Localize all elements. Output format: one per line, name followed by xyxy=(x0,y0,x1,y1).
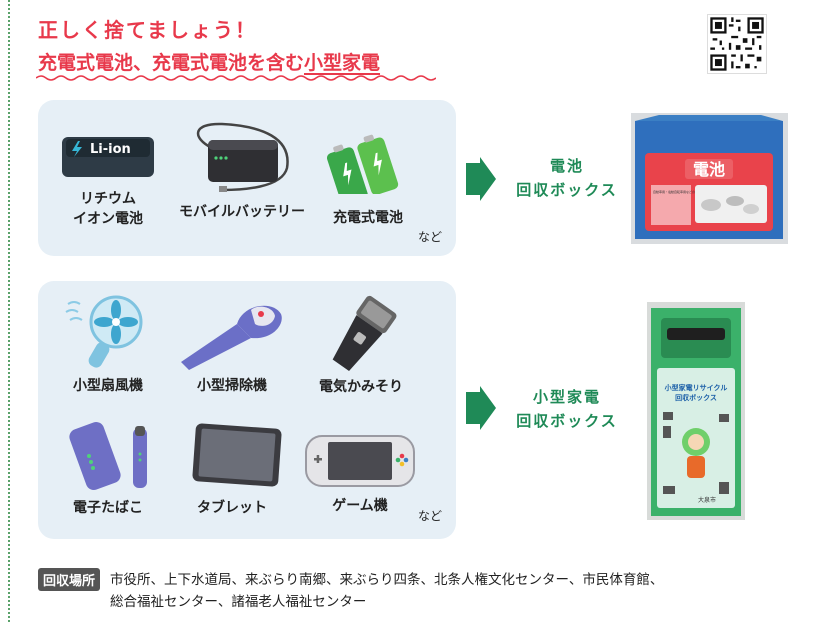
left-dotted-rule xyxy=(8,0,10,622)
item-game-console: ゲーム機 xyxy=(300,426,420,516)
small-vacuum-icon xyxy=(181,305,282,370)
qr-code-icon[interactable] xyxy=(707,14,767,74)
mobile-battery-icon xyxy=(196,122,289,192)
rechargeable-battery-icon xyxy=(326,134,399,205)
appliance-box-sign-2: 回収ボックス xyxy=(675,393,717,402)
item-lithium-ion: Li-ion リチウム イオン電池 xyxy=(48,125,168,229)
item-electric-shaver-label: 電気かみそり xyxy=(319,379,403,395)
item-e-cigarette: 電子たばこ xyxy=(48,414,168,518)
battery-box-sign: 電池 xyxy=(693,160,725,179)
item-rechargeable-battery: 充電式電池 xyxy=(318,130,418,228)
item-lithium-ion-label-1: リチウム xyxy=(80,191,136,207)
battery-collection-box-label: 電池 回収ボックス xyxy=(508,154,626,202)
arrow-right-icon xyxy=(466,386,496,430)
item-small-vacuum-label: 小型掃除機 xyxy=(197,378,267,394)
subtitle-part1: 充電式電池、充電式電池を含む xyxy=(38,52,305,74)
battery-dest-line2: 回収ボックス xyxy=(516,181,618,199)
page-subtitle: 充電式電池、充電式電池を含む小型家電 xyxy=(38,48,380,75)
subtitle-part2: 小型家電 xyxy=(304,52,381,74)
appliance-box-city: 大泉市 xyxy=(698,496,716,504)
battery-collection-box-photo: 電池 自動車用・電動自転車用などのバッテリーは対象外です xyxy=(631,113,788,244)
arrow-right-icon xyxy=(466,157,496,201)
electric-shaver-icon xyxy=(332,295,397,372)
tablet-icon xyxy=(192,423,282,487)
game-console-icon xyxy=(305,435,415,487)
battery-box-note: 自動車用・電動自転車用などのバッテリーは対象外です xyxy=(653,189,728,194)
item-tablet: タブレット xyxy=(172,420,292,518)
item-mobile-battery: モバイルバッテリー xyxy=(172,118,312,222)
item-electric-shaver: 電気かみそり xyxy=(306,293,416,397)
appliance-box-sign-1: 小型家電リサイクル xyxy=(664,383,728,392)
item-mobile-battery-label: モバイルバッテリー xyxy=(179,204,305,220)
item-small-fan: 小型扇風機 xyxy=(48,292,168,396)
lithium-ion-battery-icon: Li-ion xyxy=(62,137,154,177)
wavy-underline xyxy=(36,75,436,81)
appliance-dest-line2: 回収ボックス xyxy=(516,412,618,430)
appliance-etc-label: など xyxy=(418,509,443,523)
collection-location-tag: 回収場所 xyxy=(38,568,101,591)
item-small-fan-label: 小型扇風機 xyxy=(73,378,143,394)
battery-etc-label: など xyxy=(418,230,443,244)
appliance-collection-box-photo: 小型家電リサイクル 回収ボックス 大泉市 xyxy=(647,302,745,520)
item-rechargeable-battery-label: 充電式電池 xyxy=(333,210,403,226)
page-title: 正しく捨てましょう！ xyxy=(38,18,257,42)
item-tablet-label: タブレット xyxy=(197,500,267,516)
li-ion-text: Li-ion xyxy=(90,142,131,157)
e-cigarette-icon xyxy=(69,422,147,490)
item-small-vacuum: 小型掃除機 xyxy=(172,296,292,396)
appliance-dest-line1: 小型家電 xyxy=(532,388,601,406)
appliance-collection-box-label: 小型家電 回収ボックス xyxy=(508,385,626,433)
item-game-console-label: ゲーム機 xyxy=(332,498,388,514)
item-e-cigarette-label: 電子たばこ xyxy=(73,500,143,516)
collection-location-line1: 市役所、上下水道局、来ぶらり南郷、来ぶらり四条、北条人権文化センター、市民体育館… xyxy=(110,572,664,588)
collection-location-line2: 総合福祉センター、諸福老人福祉センター xyxy=(110,594,367,610)
collection-location-list: 市役所、上下水道局、来ぶらり南郷、来ぶらり四条、北条人権文化センター、市民体育館… xyxy=(110,569,820,613)
small-fan-icon xyxy=(65,295,143,368)
battery-dest-line1: 電池 xyxy=(549,157,584,175)
item-lithium-ion-label-2: イオン電池 xyxy=(73,211,143,227)
